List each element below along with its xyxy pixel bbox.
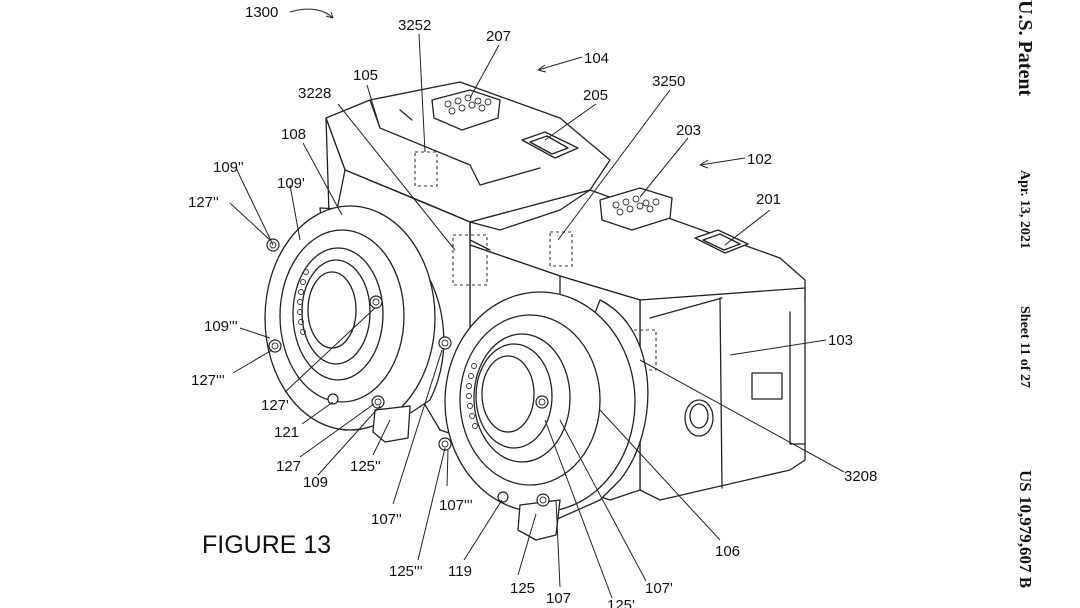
ref-109p: 109'	[277, 175, 305, 192]
connector-207-icon	[431, 89, 501, 131]
mounting-pins	[266, 238, 550, 507]
connector-205-icon	[521, 131, 579, 159]
ref-205: 205	[583, 87, 608, 104]
header-patent-number: US 10,979,607 B	[1016, 470, 1035, 588]
figure-caption: FIGURE 13	[202, 531, 331, 559]
leader-lines	[229, 8, 845, 599]
ref-108: 108	[281, 126, 306, 143]
ref-203: 203	[676, 122, 701, 139]
ref-102: 102	[747, 151, 772, 168]
ref-3208: 3208	[844, 468, 877, 485]
ref-127pp: 127''	[188, 194, 219, 211]
ref-1300: 1300	[245, 4, 278, 21]
ref-107p: 107'	[645, 580, 673, 597]
connector-201-icon	[694, 229, 749, 254]
ref-3252: 3252	[398, 17, 431, 34]
ref-107: 107	[546, 590, 571, 607]
ref-127ppp: 127'''	[191, 372, 225, 389]
header-patent-label: U.S. Patent	[1014, 0, 1036, 96]
ref-103: 103	[828, 332, 853, 349]
ref-107ppp: 107'''	[439, 497, 473, 514]
ref-109ppp: 109'''	[204, 318, 238, 335]
header-sheet: Sheet 11 of 27	[1017, 306, 1032, 388]
patent-header: U.S. Patent Apr. 13, 2021 Sheet 11 of 27…	[1014, 0, 1036, 588]
ref-127: 127	[276, 458, 301, 475]
ref-125: 125	[510, 580, 535, 597]
ref-127p: 127'	[261, 397, 289, 414]
round-port-icon	[684, 399, 714, 437]
ref-3250: 3250	[652, 73, 685, 90]
ref-119: 119	[448, 563, 472, 580]
ref-104: 104	[584, 50, 609, 67]
ref-207: 207	[486, 28, 511, 45]
ref-109: 109	[303, 474, 328, 491]
ref-3228: 3228	[298, 85, 331, 102]
port-103-icon	[751, 372, 783, 400]
connector-203-icon	[599, 187, 673, 231]
ref-106: 106	[715, 543, 740, 560]
ref-125pp: 125''	[350, 458, 381, 475]
reference-labels: 1300 3252 207 104 105 3228 205 3250 108 …	[188, 4, 877, 608]
lens-mount-108	[264, 205, 445, 443]
ref-109pp: 109''	[213, 159, 244, 176]
ref-125ppp: 125'''	[389, 563, 423, 580]
ref-201: 201	[756, 191, 781, 208]
ref-125p: 125'	[607, 597, 635, 608]
ref-107pp: 107''	[371, 511, 402, 528]
header-date: Apr. 13, 2021	[1017, 170, 1032, 249]
ref-105: 105	[353, 67, 378, 84]
ref-121: 121	[274, 424, 299, 441]
